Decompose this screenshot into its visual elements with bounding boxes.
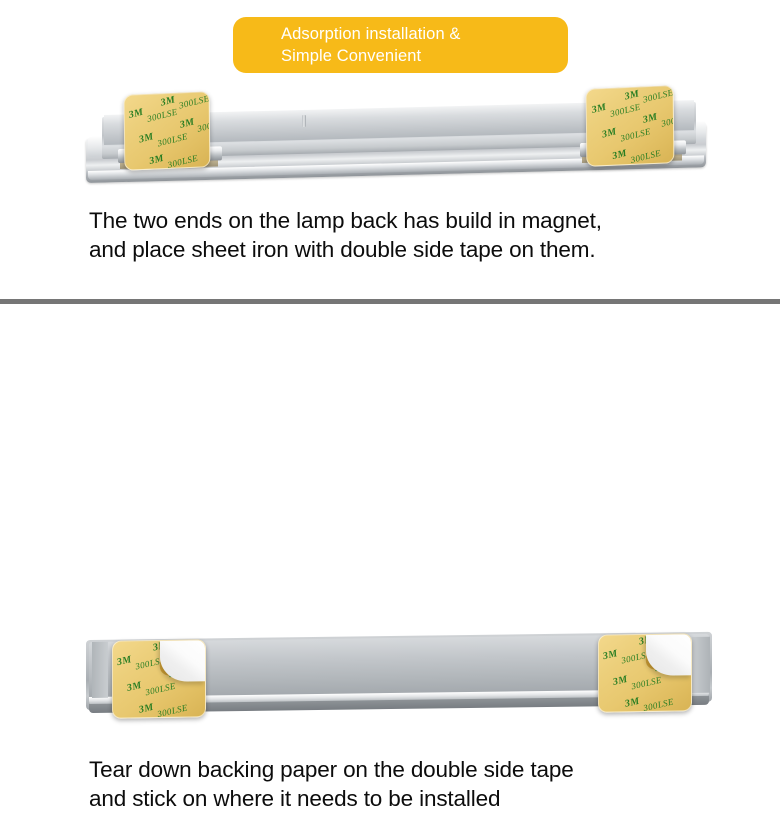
tape-brand-text: 3M [601, 126, 618, 141]
tape-code-text: 300LSE [642, 696, 675, 713]
tape-brand-text: 3M [126, 679, 143, 694]
tape-pad-right: 3M 300LSE 3M 300LSE 3M 300LSE 3M 300LSE … [585, 85, 675, 167]
tape-brand-text: 3M [178, 116, 196, 131]
lamp-figure-angled: 3M 300LSE 3M 300LSE 3M 300LSE 3M 300LSE … [86, 85, 710, 195]
caption-two: Tear down backing paper on the double si… [89, 755, 749, 813]
lamp-pin-icon [302, 115, 306, 127]
caption-one: The two ends on the lamp back has build … [89, 206, 749, 264]
tape-code-text: 300LSE [156, 131, 189, 149]
tape-pad-right-peeling: 3M 300LSE 3M 300LSE 3M 300LSE 3M 300LSE … [598, 633, 692, 713]
tape-brand-text: 3M [612, 673, 629, 688]
caption-one-line-2: and place sheet iron with double side ta… [89, 237, 596, 262]
tape-brand-text: 3M [116, 654, 133, 669]
tape-code-text: 300LSE [146, 106, 179, 124]
tape-brand-text: 3M [590, 101, 608, 116]
tape-brand-text: 3M [611, 147, 629, 163]
lamp-end-cap-left [92, 641, 108, 698]
tape-code-text: 300LSE [196, 116, 211, 134]
section-divider [0, 299, 780, 304]
lamp-end-cap-right [692, 636, 710, 693]
tape-brand-text: 3M [127, 106, 145, 121]
caption-two-line-2: and stick on where it needs to be instal… [89, 786, 501, 811]
section-one: Adsorption installation & Simple Conveni… [0, 0, 780, 300]
tape-code-text: 300LSE [144, 680, 177, 698]
tape-code-text: 300LSE [630, 674, 663, 692]
tape-brand-text: 3M [138, 131, 155, 146]
tape-brand-text: 3M [623, 88, 641, 103]
tape-brand-text: 3M [148, 152, 166, 168]
caption-two-line-1: Tear down backing paper on the double si… [89, 757, 574, 782]
tape-code-text: 300LSE [609, 101, 642, 119]
tape-code-text: 300LSE [629, 147, 662, 166]
tape-code-text: 300LSE [641, 87, 675, 105]
tape-brand-text: 3M [624, 695, 641, 710]
tape-pad-left: 3M 300LSE 3M 300LSE 3M 300LSE 3M 300LSE … [123, 91, 211, 171]
tape-code-text: 300LSE [660, 111, 675, 129]
caption-one-line-1: The two ends on the lamp back has build … [89, 208, 602, 233]
headline-banner: Adsorption installation & Simple Conveni… [233, 17, 568, 73]
banner-line-1: Adsorption installation & [281, 25, 461, 43]
tape-code-text: 300LSE [166, 152, 199, 171]
tape-brand-text: 3M [641, 111, 659, 126]
banner-line-2: Simple Convenient [281, 47, 422, 65]
lamp-figure-flat: 3M 300LSE 3M 300LSE 3M 300LSE 3M 300LSE … [86, 631, 716, 728]
section-two: 3M 300LSE 3M 300LSE 3M 300LSE 3M 300LSE … [0, 305, 780, 811]
tape-brand-text: 3M [138, 701, 155, 716]
tape-code-text: 300LSE [156, 702, 189, 719]
tape-code-text: 300LSE [177, 93, 211, 111]
tape-brand-text: 3M [602, 648, 619, 663]
tape-code-text: 300LSE [619, 126, 652, 144]
tape-pad-left-peeling: 3M 300LSE 3M 300LSE 3M 300LSE 3M 300LSE … [112, 639, 206, 719]
